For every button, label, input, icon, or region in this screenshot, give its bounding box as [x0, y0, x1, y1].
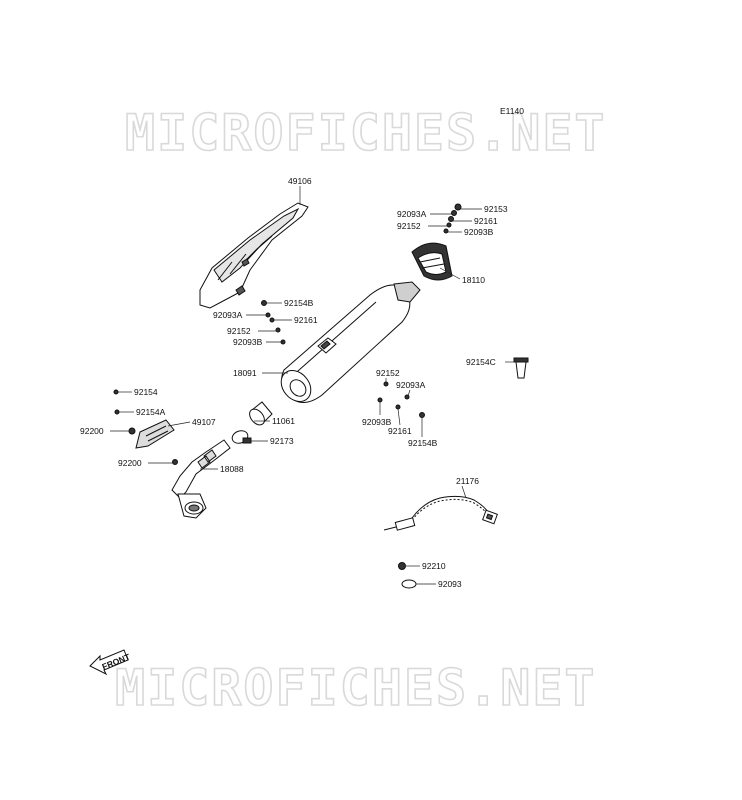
exhaust-pipe	[171, 439, 231, 519]
part-label: 11061	[272, 416, 295, 426]
front-direction-arrow: FRONT	[89, 649, 132, 676]
part-label: 92173	[270, 436, 294, 446]
part-label: 92154C	[466, 357, 496, 367]
exhaust-clamp	[231, 430, 252, 444]
part-label: 92153	[484, 204, 508, 214]
part-label: 92210	[422, 561, 446, 571]
part-label: 92154A	[136, 407, 166, 417]
part-label: 92093B	[464, 227, 494, 237]
part-label: 21176	[456, 476, 479, 486]
muffler-end-cover	[411, 242, 453, 281]
part-label: 18110	[462, 275, 485, 285]
part-label: 92093A	[213, 310, 243, 320]
part-label: 92154B	[284, 298, 314, 308]
part-label: 92161	[388, 426, 412, 436]
part-label: 92093B	[233, 337, 263, 347]
part-label: 92093A	[397, 209, 427, 219]
part-label: 92152	[227, 326, 251, 336]
part-label: 49107	[192, 417, 216, 427]
part-label: 92093A	[396, 380, 426, 390]
heat-shield-upper	[199, 202, 309, 309]
part-label: 92152	[376, 368, 400, 378]
part-label: 92161	[474, 216, 498, 226]
gasket-tube	[249, 401, 273, 426]
part-label: 92093B	[362, 417, 392, 427]
part-label: 92154	[134, 387, 158, 397]
muffler	[280, 281, 421, 403]
watermark-top: MICROFICHES.NET	[125, 104, 607, 162]
part-label: 49106	[288, 176, 312, 186]
part-labels: 49106 92153 92093A 92161 92152 92093B 18…	[80, 176, 508, 589]
heat-shield-lower	[135, 419, 175, 449]
part-label: 18091	[233, 368, 257, 378]
part-label: 92154B	[408, 438, 438, 448]
part-label: 92161	[294, 315, 318, 325]
diagram-code: E1140	[500, 106, 524, 116]
part-label: 92152	[397, 221, 421, 231]
part-label: 18088	[220, 464, 244, 474]
part-label: 92200	[80, 426, 104, 436]
watermark-bottom: MICROFICHES.NET	[115, 659, 597, 717]
part-label: 92200	[118, 458, 142, 468]
part-label: 92093	[438, 579, 462, 589]
oxygen-sensor	[383, 495, 498, 531]
leader-lines	[110, 186, 516, 585]
